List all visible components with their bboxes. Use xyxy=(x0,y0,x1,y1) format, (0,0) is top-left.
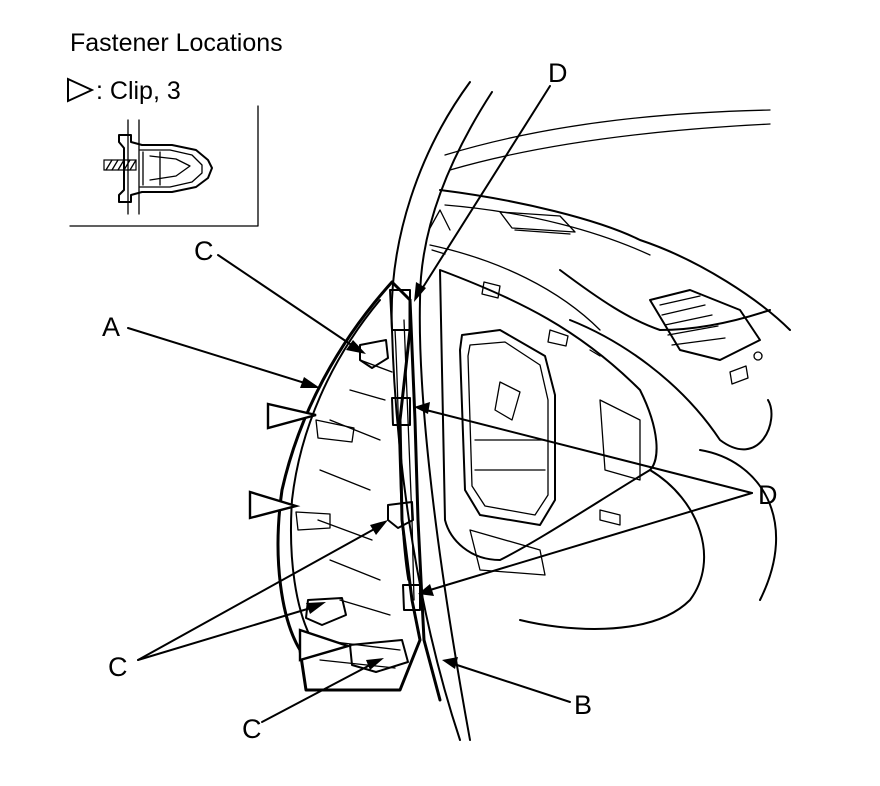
callout-A: A xyxy=(102,312,121,342)
clip-triangle-icon xyxy=(266,402,317,430)
callout-B: B xyxy=(574,690,593,720)
callout-C-bottom: C xyxy=(242,714,262,744)
legend-text: : Clip, 3 xyxy=(96,77,181,105)
dashboard-body xyxy=(439,189,791,630)
callout-C-middle: C xyxy=(108,652,128,682)
pillar-trim-B xyxy=(389,289,442,702)
side-cover-panel-A xyxy=(276,280,422,692)
leader-lines xyxy=(127,85,753,723)
diagram-title: Fastener Locations xyxy=(70,29,283,57)
callout-D-right: D xyxy=(758,480,778,510)
clip-markers xyxy=(248,402,353,662)
c-clip-pads xyxy=(295,339,414,673)
clip-triangle-icon xyxy=(248,490,301,520)
clip-detail-inset xyxy=(69,105,259,227)
windshield-pillar xyxy=(390,81,771,741)
inner-panel-opening xyxy=(429,209,658,576)
clip-legend: : Clip, 3 xyxy=(66,77,181,104)
callout-D-top: D xyxy=(548,58,568,88)
clip-triangle-icon xyxy=(67,77,95,103)
callout-C-top: C xyxy=(194,236,214,266)
clip-triangle-icon xyxy=(298,628,353,662)
